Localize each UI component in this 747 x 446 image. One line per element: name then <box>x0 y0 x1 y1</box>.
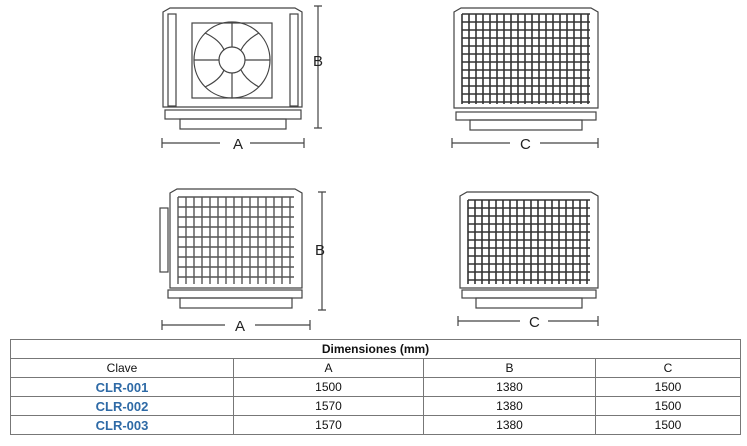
dimension-label-a: A <box>235 318 245 335</box>
dimension-label-b: B <box>313 53 323 70</box>
table-row: CLR-002 1570 1380 1500 <box>10 396 741 416</box>
grille-pattern <box>467 199 590 284</box>
dimension-label-c: C <box>529 314 540 331</box>
table-row: CLR-001 1500 1380 1500 <box>10 377 741 397</box>
cell-b: 1380 <box>423 415 596 435</box>
cooler-drawings: A B C A B C <box>159 5 599 335</box>
header-a: A <box>233 358 424 378</box>
grille-pattern <box>461 13 590 104</box>
cell-b: 1380 <box>423 396 596 416</box>
cell-a: 1570 <box>233 396 424 416</box>
cell-c: 1500 <box>595 377 741 397</box>
front-grid-drawing <box>159 188 326 330</box>
product-key-link[interactable]: CLR-002 <box>10 396 234 416</box>
cell-a: 1570 <box>233 415 424 435</box>
front-fan-drawing <box>161 5 322 148</box>
cell-c: 1500 <box>595 396 741 416</box>
dimension-label-c: C <box>520 136 531 153</box>
side-grid-drawing-bottom <box>457 191 599 326</box>
header-clave: Clave <box>10 358 234 378</box>
product-key-link[interactable]: CLR-001 <box>10 377 234 397</box>
side-grid-drawing-top <box>451 7 599 148</box>
header-c: C <box>595 358 741 378</box>
table-title: Dimensiones (mm) <box>10 339 741 359</box>
cell-a: 1500 <box>233 377 424 397</box>
dimensions-table: Dimensiones (mm) Clave A B C CLR-001 150… <box>10 339 741 435</box>
product-key-link[interactable]: CLR-003 <box>10 415 234 435</box>
header-b: B <box>423 358 596 378</box>
dimension-label-b: B <box>315 242 325 259</box>
table-row: CLR-003 1570 1380 1500 <box>10 415 741 435</box>
cell-c: 1500 <box>595 415 741 435</box>
dimension-label-a: A <box>233 136 243 153</box>
cell-b: 1380 <box>423 377 596 397</box>
grille-pattern <box>177 196 294 284</box>
